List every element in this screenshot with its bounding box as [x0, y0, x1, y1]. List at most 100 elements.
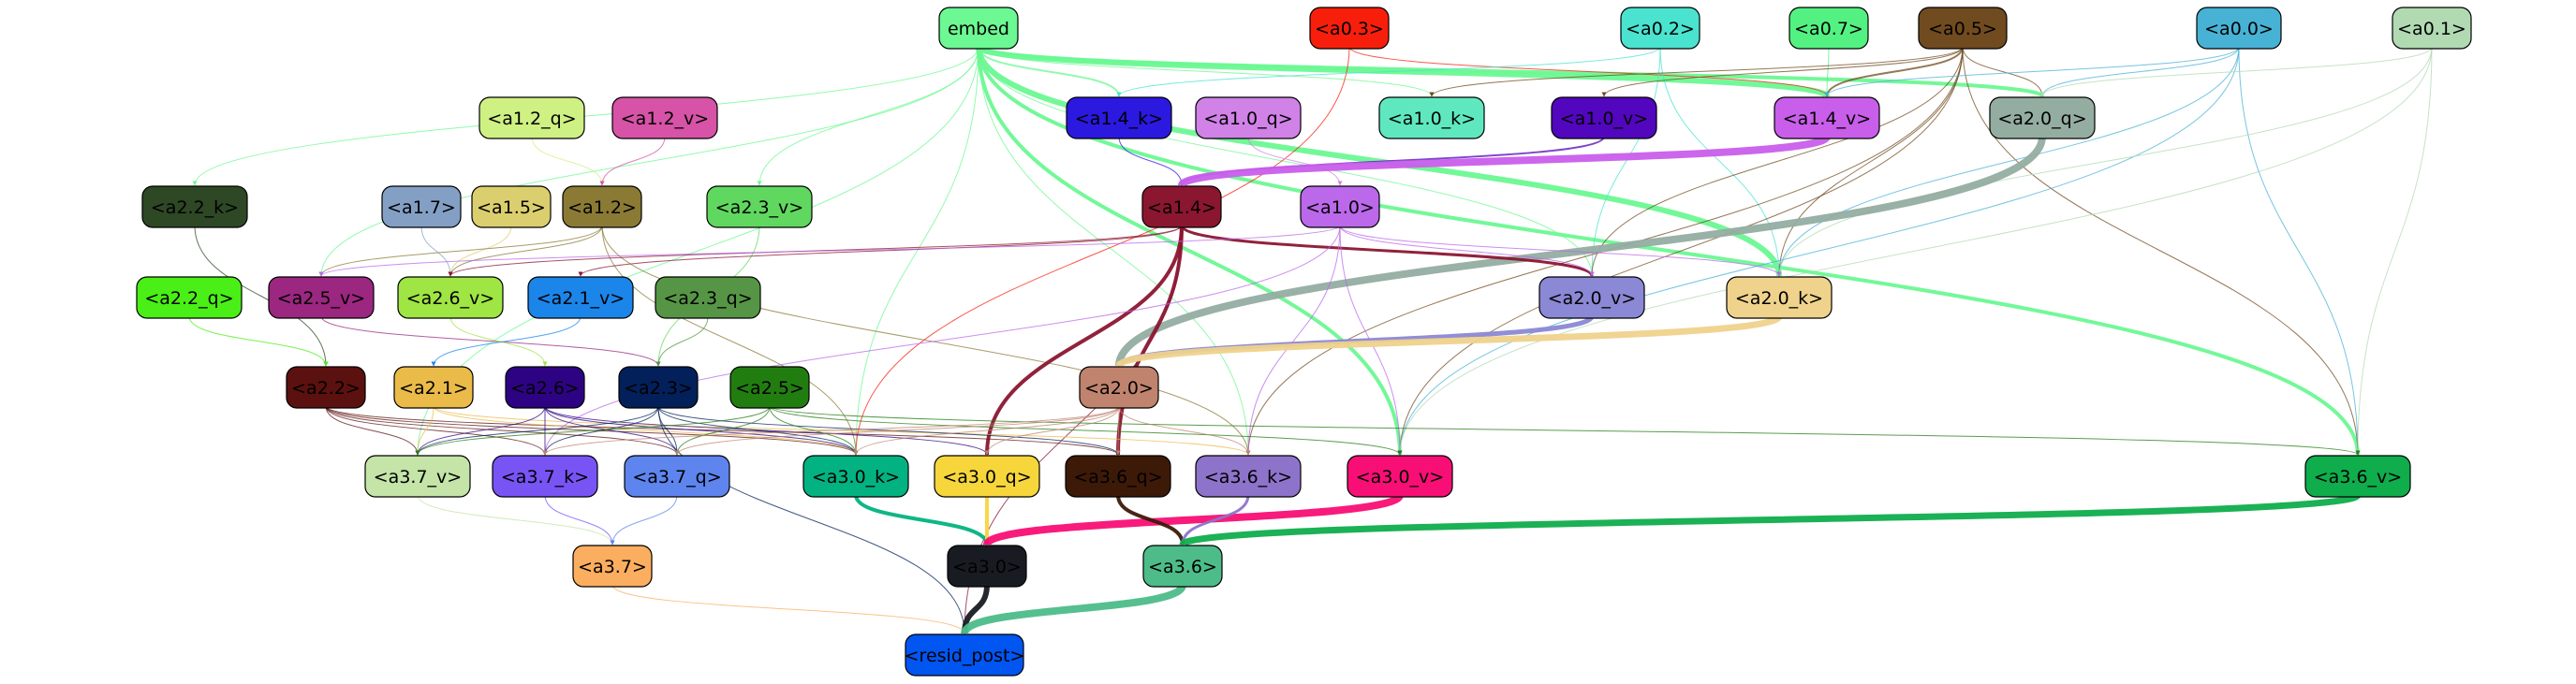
node-box: [572, 545, 653, 588]
node-label: <a2.6>: [510, 378, 580, 399]
edge-a2_3-to-resid_post: [657, 405, 967, 634]
edge-a0_2-to-a1_4k: [1116, 46, 1661, 97]
edge-a0_2-to-a2_0k: [1659, 46, 1782, 277]
node-a2-5v: <a2.5_v>: [268, 276, 375, 319]
node-label: <a2.0_k>: [1735, 288, 1823, 309]
edge-a2_5-to-a3_6v: [769, 405, 2361, 456]
node-a2-1v: <a2.1_v>: [527, 276, 634, 319]
node-box: [802, 455, 909, 498]
edge-a0_5-to-a1_0v: [1601, 46, 1964, 97]
node-a1-0q: <a1.0_q>: [1195, 96, 1302, 139]
node-box: [934, 455, 1040, 498]
node-a2-3: <a2.3>: [618, 366, 699, 409]
edge-a1_4-to-a2_1v: [578, 225, 1183, 277]
node-box: [1195, 96, 1302, 139]
edge-a2_6v-to-a2_6: [449, 315, 548, 367]
node-a2-5: <a2.5>: [729, 366, 810, 409]
node-a3-6k: <a3.6_k>: [1195, 455, 1302, 498]
node-box: [1065, 455, 1171, 498]
node-label: <a2.1>: [399, 378, 468, 399]
edge-a1_0-to-a3_7k: [542, 225, 1341, 456]
node-box: [1551, 96, 1657, 139]
node-label: <a1.0_q>: [1203, 109, 1292, 129]
edge-embed-to-a3_6k: [978, 46, 1251, 456]
node-a2-3q: <a2.3_q>: [655, 276, 761, 319]
node-box: [1300, 185, 1380, 228]
edge-a2_2-to-a3_7q: [325, 405, 680, 456]
edge-a2_2-to-a3_7v: [325, 405, 420, 456]
edge-a1_0-to-a3_6k: [1245, 225, 1341, 456]
node-a2-0v: <a2.0_v>: [1538, 276, 1645, 319]
node-label: <a2.3_v>: [715, 197, 803, 218]
node-label: <a0.2>: [1626, 19, 1695, 39]
node-a1-2q: <a1.2_q>: [478, 96, 585, 139]
node-a1-7: <a1.7>: [381, 185, 462, 228]
node-a1-0: <a1.0>: [1300, 185, 1380, 228]
edge-a2_2k-to-a2_2: [194, 225, 329, 367]
node-label: <a3.0_k>: [812, 467, 900, 488]
edge-a2_0q-to-a2_0: [1115, 136, 2046, 367]
edge-a0_0-to-a2_0k: [1776, 46, 2240, 277]
edge-a2_5v-to-a2_3: [320, 315, 661, 367]
node-label: <a1.2>: [567, 197, 637, 218]
edge-a3_7-to-resid_post: [611, 584, 967, 634]
node-a0-1: <a0.1>: [2392, 7, 2472, 50]
node-a1-2: <a1.2>: [562, 185, 642, 228]
node-a2-0: <a2.0>: [1079, 366, 1159, 409]
node-label: <a3.6>: [1148, 557, 1217, 577]
node-label: <a2.6_v>: [406, 288, 494, 309]
node-label: <a1.7>: [387, 197, 456, 218]
edge-a0_1-to-a2_0q: [2039, 46, 2433, 97]
node-a3-6v: <a3.6_v>: [2304, 455, 2411, 498]
node-label: <a3.6_k>: [1204, 467, 1292, 488]
node-label: <a2.2_q>: [144, 288, 233, 309]
node-a2-3v: <a2.3_v>: [706, 185, 813, 228]
node-a1-4v: <a1.4_v>: [1774, 96, 1880, 139]
node-label: <a0.3>: [1315, 19, 1384, 39]
node-label: <a2.0_q>: [1997, 109, 2086, 129]
edge-a2_5-to-a3_0v: [769, 405, 1403, 456]
node-box: [381, 185, 462, 228]
node-a1-2v: <a1.2_v>: [611, 96, 718, 139]
node-a3-7q: <a3.7_q>: [624, 455, 730, 498]
node-label: <a2.3_q>: [663, 288, 752, 309]
edge-a1_2v-to-a1_2: [599, 136, 666, 186]
node-box: [1726, 276, 1833, 319]
node-box: [1347, 455, 1453, 498]
edge-a0_5-to-a3_0v: [1397, 46, 1964, 456]
edge-embed-to-a3_6v: [977, 46, 2361, 456]
node-a2-2k: <a2.2_k>: [141, 185, 248, 228]
node-box: [1141, 185, 1222, 228]
edge-a1_0-to-a2_0k: [1339, 225, 1782, 277]
node-box: [947, 545, 1027, 588]
node-label: <a3.6_q>: [1073, 467, 1162, 488]
edge-a0_0-to-a2_0q: [2039, 46, 2240, 97]
edge-a1_4k-to-a1_4: [1118, 136, 1185, 186]
node-a3-0k: <a3.0_k>: [802, 455, 909, 498]
edge-a3_7v-to-a3_7: [417, 494, 615, 546]
node-box: [624, 455, 730, 498]
node-box: [1195, 455, 1302, 498]
edge-a2_1-to-a3_7v: [415, 405, 434, 456]
node-a2-2: <a2.2>: [286, 366, 366, 409]
edge-a2_3-to-a3_7k: [542, 405, 659, 456]
node-label: <a3.7_k>: [501, 467, 589, 488]
node-a3-6q: <a3.6_q>: [1065, 455, 1171, 498]
node-label: <a1.4_k>: [1075, 109, 1163, 129]
node-box: [2392, 7, 2472, 50]
node-box: [1066, 96, 1172, 139]
edge-a2_3-to-a3_0k: [657, 405, 859, 456]
node-box: [618, 366, 699, 409]
node-a2-2q: <a2.2_q>: [136, 276, 243, 319]
edge-embed-to-a2_3v: [757, 46, 979, 186]
node-label: <a1.0_k>: [1388, 109, 1476, 129]
edge-a2_0-to-a3_0q: [984, 405, 1120, 456]
node-a3-7k: <a3.7_k>: [492, 455, 598, 498]
node-label: <a2.2>: [291, 378, 361, 399]
node-a1-4: <a1.4>: [1141, 185, 1222, 228]
node-label: <a2.5_v>: [277, 288, 365, 309]
edge-a2_5-to-a3_7q: [674, 405, 771, 456]
node-label: embed: [948, 19, 1009, 39]
edge-a1_7-to-a2_6v: [420, 225, 453, 277]
edge-a3_6-to-resid_post: [961, 583, 1186, 635]
